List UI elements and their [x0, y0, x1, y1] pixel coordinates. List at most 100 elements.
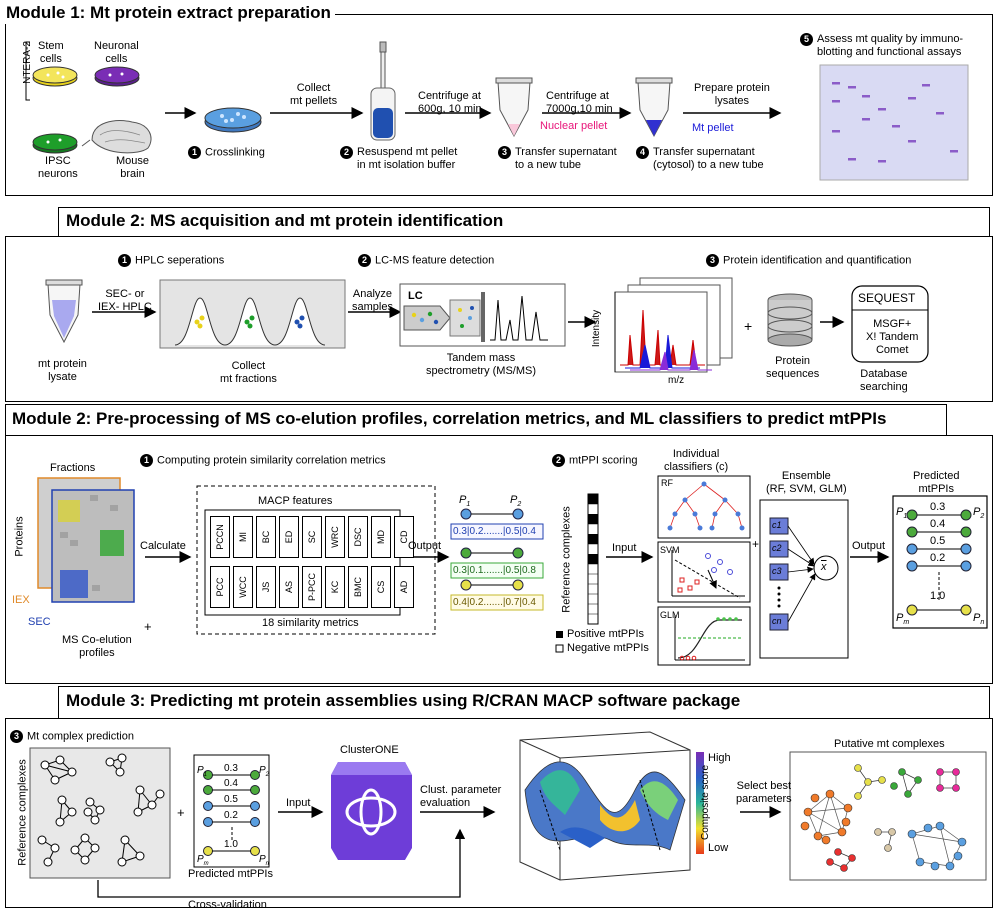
metric-cell: JS — [256, 566, 276, 608]
metric-label: CS — [376, 580, 386, 594]
predicted-score: 0.2 — [930, 552, 946, 564]
svm-label: SVM — [660, 545, 680, 555]
score-row: 0.3|0.1.......|0.5|0.8 — [453, 565, 536, 576]
score-cell: 0.4 — [453, 597, 467, 608]
metric-cell: BMC — [348, 566, 368, 608]
metric-label: MI — [238, 532, 248, 542]
m3-pm: Pm — [197, 854, 209, 867]
metric-label: AD — [399, 580, 409, 594]
predicted-score: 0.4 — [930, 518, 946, 530]
score-cell: 0.4 — [522, 526, 536, 537]
engines-label: MSGF+ X! Tandem Comet — [866, 318, 919, 356]
module2a-title: Module 2: MS acquisition and mt protein … — [62, 210, 508, 232]
ipsc-label: IPSC neurons — [38, 155, 78, 180]
score-dots: ....... — [483, 565, 503, 576]
ref-complex-label: Reference complexes — [560, 506, 573, 613]
metric-label: ED — [284, 530, 294, 544]
score-cell: 0.5 — [505, 565, 520, 576]
plus-ensemble: + — [752, 537, 760, 551]
metric-cell: DSC — [348, 516, 368, 558]
metric-label: AS — [284, 580, 294, 594]
clust-param-label: Clust. parameter evaluation — [420, 784, 502, 809]
ensemble-label: Ensemble (RF, SVM, GLM) — [766, 470, 847, 495]
calculate-label: Calculate — [140, 540, 186, 552]
high-label: High — [708, 752, 731, 764]
select-label: Select best parameters — [736, 780, 792, 805]
metric-cell: MD — [371, 516, 391, 558]
module1-title: Module 1: Mt protein extract preparation — [2, 2, 335, 24]
module3-frame — [5, 718, 993, 908]
pred-pm: Pm — [896, 612, 910, 627]
metric-cell: AS — [279, 566, 299, 608]
intensity-label: Intensity — [591, 309, 603, 348]
score-row: 0.3|0.2.......|0.5|0.4 — [453, 526, 536, 537]
iex-label: IEX — [12, 594, 30, 606]
metric-label: KC — [330, 580, 340, 594]
predicted-score: 0.3 — [930, 501, 946, 513]
predicted-label: Predicted mtPPIs — [913, 470, 960, 495]
predicted-score: 1.0 — [930, 590, 946, 602]
plus-2a: + — [744, 318, 753, 334]
metric-label: JS — [261, 581, 271, 593]
m3-score: 0.5 — [224, 794, 238, 805]
output2-label: Output — [852, 540, 886, 552]
module3-title: Module 3: Predicting mt protein assembli… — [62, 690, 745, 712]
stem-cells-label: Stem cells — [38, 40, 64, 65]
individual-label: Individual classifiers (c) — [664, 448, 729, 473]
module2b-frame — [5, 435, 993, 684]
negative-label: Negative mtPPIs — [567, 642, 649, 654]
mz-label: m/z — [668, 375, 685, 386]
prepare-label: Prepare protein lysates — [694, 82, 770, 107]
metric-label: PCC — [215, 577, 225, 597]
macp-label: MACP features — [258, 495, 333, 507]
pred-p2: P2 — [973, 506, 985, 521]
score-cell: 0.8 — [522, 565, 536, 576]
score-cell: 0.2 — [469, 526, 484, 537]
m3-input-label: Input — [286, 797, 311, 809]
metric-cell: WCC — [233, 566, 253, 608]
output-label: Output — [408, 540, 442, 552]
metric-label: BMC — [353, 577, 363, 597]
m3-ref-label: Reference complexes — [16, 759, 29, 866]
glm-label: GLM — [660, 610, 680, 620]
score-cell: 0.4 — [522, 597, 536, 608]
plus-2b: + — [144, 619, 152, 634]
analyze-label: Analyze samples — [352, 288, 393, 313]
metric-label: MD — [376, 530, 386, 544]
metric-cell: SC — [302, 516, 322, 558]
brain-label: Mouse brain — [116, 155, 150, 180]
neuronal-cells-label: Neuronal cells — [94, 40, 139, 65]
classifier-c-label: c3 — [772, 566, 782, 576]
cv-label: Cross-validation — [188, 899, 267, 911]
hplc-label: SEC- or IEX- HPLC — [98, 288, 152, 313]
metric-cell: CS — [371, 566, 391, 608]
m3-p2: P2 — [259, 765, 270, 778]
metric-cell: MI — [233, 516, 253, 558]
tandem-label: Tandem mass spectrometry (MS/MS) — [426, 352, 537, 377]
score-dots: ....... — [483, 526, 503, 537]
module1-frame — [5, 14, 993, 196]
metric-cell: KC — [325, 566, 345, 608]
metric-cell: CD — [394, 516, 414, 558]
m3-score: 0.2 — [224, 810, 238, 821]
metric-cell: AD — [394, 566, 414, 608]
metric-label: WCC — [238, 576, 248, 598]
metric-cell: PCCN — [210, 516, 230, 558]
predicted-score: 0.5 — [930, 535, 946, 547]
score-cell: 0.3 — [453, 526, 467, 537]
module2a-title-box — [58, 207, 990, 236]
low-label: Low — [708, 842, 729, 854]
putative-label: Putative mt complexes — [834, 738, 945, 750]
lysate-label: mt protein lysate — [38, 358, 87, 383]
centrifuge2-label: Centrifuge at 7000g,10 min — [546, 90, 613, 115]
module2b-title-box — [5, 404, 947, 435]
nuclear-pellet-label: Nuclear pellet — [540, 120, 608, 132]
module2a-frame — [5, 236, 993, 402]
p1-label: P1 — [459, 494, 471, 509]
